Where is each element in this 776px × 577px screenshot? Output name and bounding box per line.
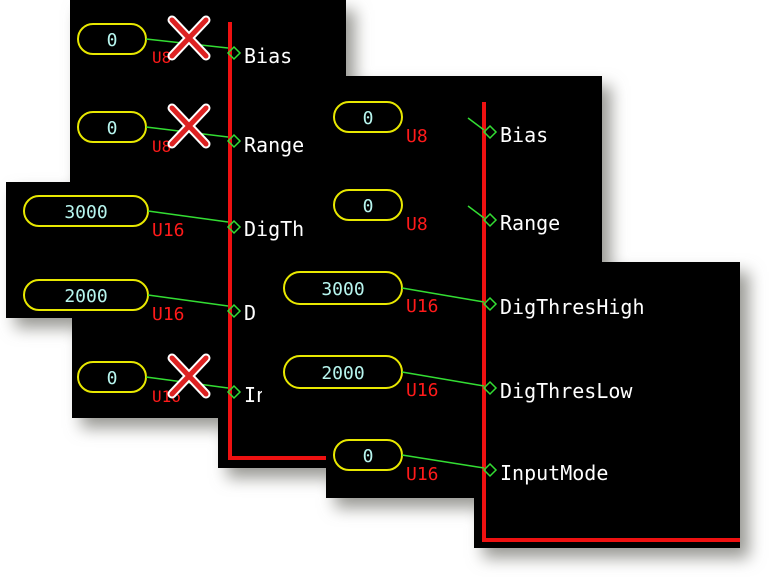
front-panel-bg-mid — [262, 262, 740, 422]
value-text: 0 — [363, 446, 374, 467]
value-text: 3000 — [64, 202, 107, 223]
x-cross-icon — [167, 353, 211, 399]
front-row-3: 3000 U16 DigThresHigh — [283, 271, 645, 319]
value-text: 0 — [107, 118, 118, 139]
value-pill[interactable] — [333, 189, 403, 221]
pin-label: Bias — [500, 123, 548, 147]
front-panel — [262, 76, 740, 548]
back-row-4: 2000 U16 D — [23, 279, 256, 325]
value-pill[interactable] — [333, 101, 403, 133]
type-text: U8 — [152, 137, 171, 156]
value-text: 2000 — [64, 286, 107, 307]
pin-label: Range — [244, 133, 304, 157]
value-text: 0 — [363, 108, 374, 129]
x-cross-icon — [167, 103, 211, 149]
pin-label: DigThresHigh — [500, 295, 645, 319]
wire — [467, 205, 485, 219]
wire — [401, 371, 485, 387]
value-text: 0 — [363, 196, 374, 217]
type-text: U8 — [406, 126, 428, 147]
pin-diamond-icon[interactable] — [226, 384, 242, 400]
pin-label: Bias — [244, 44, 292, 68]
type-text: U8 — [406, 214, 428, 235]
type-text: U16 — [152, 220, 185, 241]
x-cross-icon — [167, 15, 211, 61]
pin-diamond-icon[interactable] — [482, 296, 498, 312]
wire — [401, 287, 485, 303]
type-text: U16 — [406, 296, 439, 317]
back-panel — [6, 0, 346, 468]
value-text: 0 — [107, 368, 118, 389]
type-text: U16 — [152, 304, 185, 325]
pin-label: DigThresLow — [500, 379, 633, 403]
pin-label: Range — [500, 211, 560, 235]
pin-diamond-icon[interactable] — [482, 124, 498, 140]
back-row-3: 3000 U16 DigTh — [23, 195, 304, 241]
front-bus-line — [482, 102, 740, 542]
pin-diamond-icon[interactable] — [226, 219, 242, 235]
pin-diamond-icon[interactable] — [482, 212, 498, 228]
front-row-1: 0 U8 Bias — [333, 101, 548, 147]
pin-diamond-icon[interactable] — [226, 303, 242, 319]
pin-diamond-icon[interactable] — [482, 462, 498, 478]
back-bus-line — [228, 22, 346, 460]
front-panel-bg-low — [326, 420, 740, 498]
pin-label: DigTh — [244, 217, 304, 241]
back-row-2: 0 U8 Range — [77, 103, 304, 157]
type-text: U8 — [152, 48, 171, 67]
front-row-2: 0 U8 Range — [333, 189, 560, 235]
back-panel-bg-top — [70, 0, 346, 182]
back-row-5: 0 U16 In — [77, 353, 268, 407]
value-text: 3000 — [321, 279, 364, 300]
pin-diamond-icon[interactable] — [226, 45, 242, 61]
front-panel-bg-top — [324, 76, 602, 276]
front-row-4: 2000 U16 DigThresLow — [283, 355, 633, 403]
value-text: 2000 — [321, 363, 364, 384]
pin-label: D — [244, 301, 256, 325]
front-row-5: 0 U16 InputMode — [333, 439, 608, 485]
pin-diamond-icon[interactable] — [226, 133, 242, 149]
type-text: U16 — [406, 464, 439, 485]
wire — [147, 294, 229, 307]
pin-label: InputMode — [500, 461, 608, 485]
wire — [147, 210, 229, 223]
pin-diamond-icon[interactable] — [482, 380, 498, 396]
back-row-1: 0 U8 Bias — [77, 15, 292, 68]
type-text: U16 — [406, 380, 439, 401]
wire — [467, 117, 485, 131]
value-text: 0 — [107, 30, 118, 51]
wire — [401, 454, 485, 469]
